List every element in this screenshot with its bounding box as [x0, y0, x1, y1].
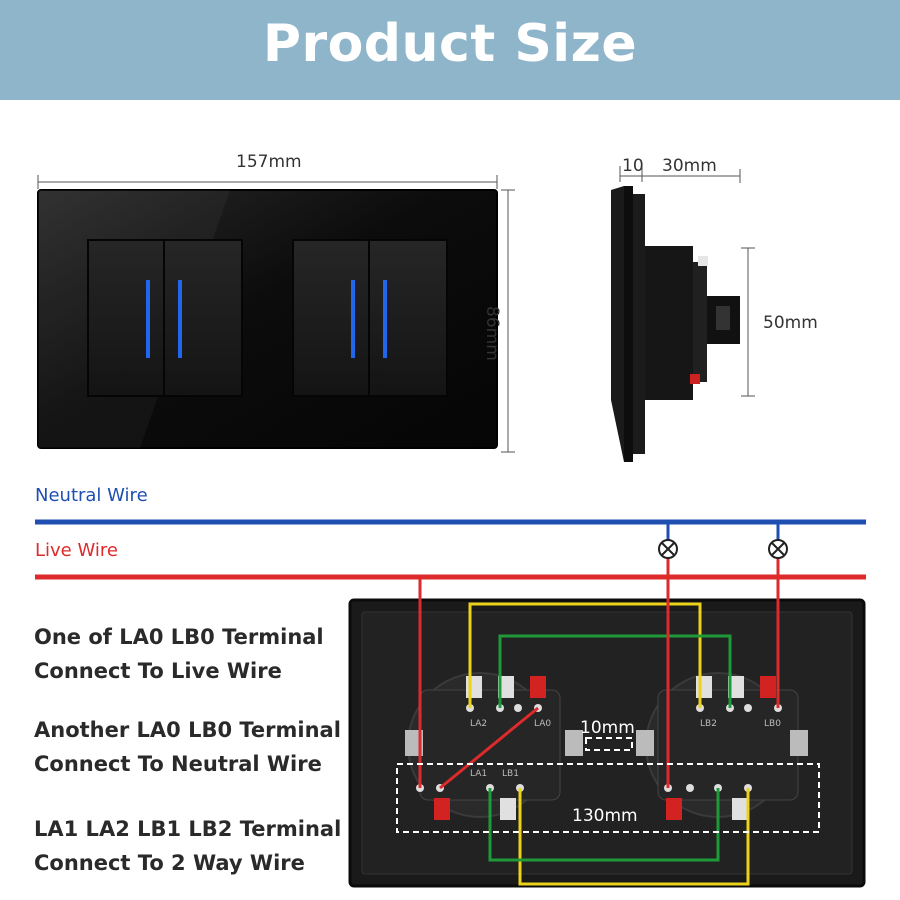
terminal-label: LA1 — [470, 769, 487, 779]
instruction-line: Connect To Neutral Wire — [34, 752, 322, 776]
lamp-icon — [768, 539, 788, 559]
two-way-wire — [468, 602, 702, 708]
indicator-light — [178, 280, 182, 358]
switch-front-view — [37, 189, 498, 449]
bridge-wire — [488, 788, 720, 862]
connection-wires — [418, 522, 780, 886]
live-wire-label: Live Wire — [35, 540, 118, 561]
instruction-two-way: LA1 LA2 LB1 LB2 Terminal Connect To 2 Wa… — [34, 812, 341, 880]
instruction-line: Connect To 2 Way Wire — [34, 851, 305, 875]
terminal-label: LA2 — [470, 719, 487, 729]
switch-back-view — [348, 598, 866, 888]
instruction-line: One of LA0 LB0 Terminal — [34, 625, 324, 649]
right-switch — [292, 239, 448, 397]
front-width-label: 157mm — [236, 152, 302, 172]
terminal-label: LA0 — [534, 719, 551, 729]
spacing-dimension-box — [585, 737, 633, 751]
width-label: 130mm — [572, 806, 638, 826]
width-dimension-box — [396, 763, 820, 833]
terminal-labels: LA2 LA0 LB2 LB0 LA1 LB1 — [470, 719, 781, 779]
side-height-label: 50mm — [763, 313, 818, 333]
left-switch — [87, 239, 243, 397]
right-module — [636, 672, 808, 818]
neutral-wire-label: Neutral Wire — [35, 485, 148, 506]
terminal-label: LB0 — [764, 719, 781, 729]
title-banner: Product Size — [0, 0, 900, 100]
instruction-line: Another LA0 LB0 Terminal — [34, 718, 341, 742]
front-height-label: 86mm — [482, 306, 502, 361]
spacing-label: 10mm — [580, 718, 635, 738]
page-title: Product Size — [262, 14, 638, 74]
live-jumper-wire — [439, 706, 539, 790]
side-depth-label: 30mm — [662, 156, 717, 176]
instruction-live: One of LA0 LB0 Terminal Connect To Live … — [34, 620, 324, 688]
front-height-dimension — [501, 189, 515, 453]
indicator-light — [383, 280, 387, 358]
bridge-wire — [498, 634, 732, 708]
front-width-dimension — [37, 175, 498, 189]
indicator-light — [146, 280, 150, 358]
switch-side-view — [611, 186, 740, 462]
lamp-icon — [658, 539, 678, 559]
terminal-label: LB1 — [502, 769, 519, 779]
two-way-wire — [518, 788, 750, 886]
terminal-label: LB2 — [700, 719, 717, 729]
side-plate-label: 10 — [622, 156, 644, 176]
side-dimensions — [619, 166, 755, 397]
instruction-line: LA1 LA2 LB1 LB2 Terminal — [34, 817, 342, 841]
instruction-line: Connect To Live Wire — [34, 659, 282, 683]
instruction-neutral: Another LA0 LB0 Terminal Connect To Neut… — [34, 713, 341, 781]
indicator-light — [351, 280, 355, 358]
